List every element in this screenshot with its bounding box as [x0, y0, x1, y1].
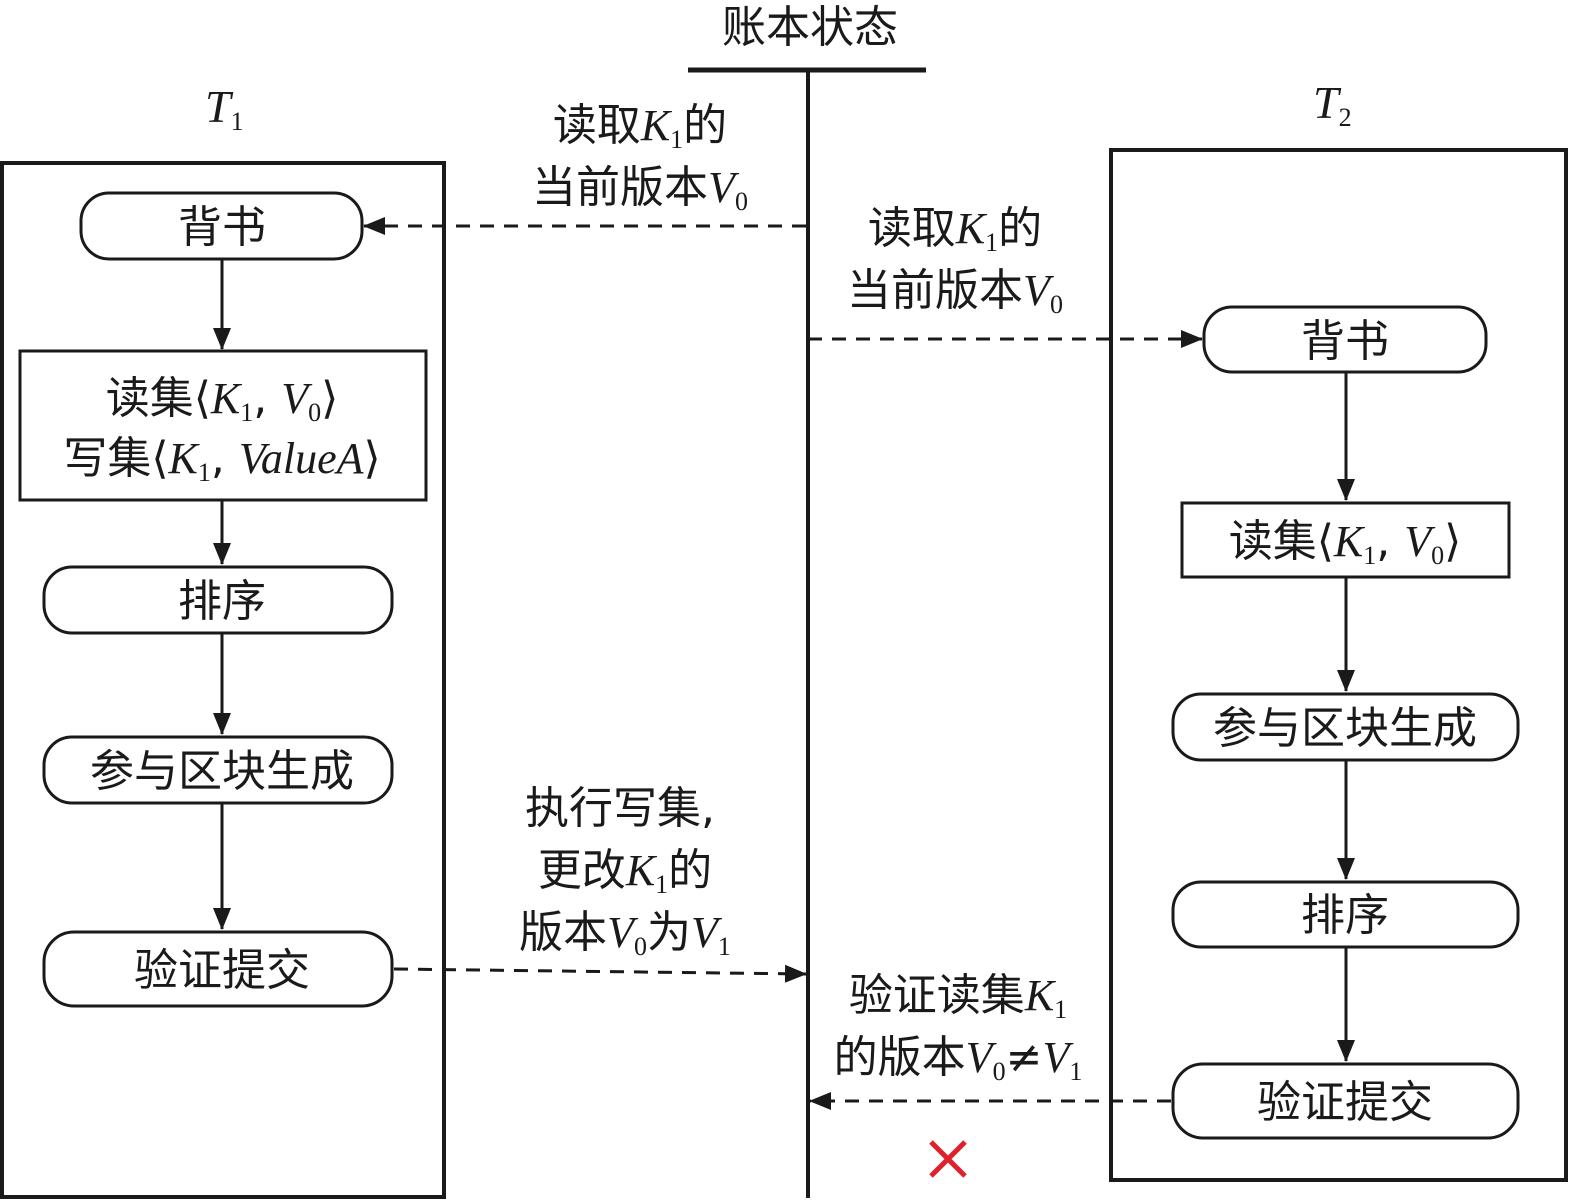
t1-endorse-node: 背书	[79, 191, 364, 261]
t1-writeset-text: 写集⟨K1, ValueA⟩	[63, 433, 380, 487]
t2-endorse-node: 背书	[1202, 305, 1488, 374]
t2-commit-label: 验证提交	[1257, 1077, 1433, 1128]
t2-commit-node: 验证提交	[1171, 1062, 1520, 1140]
t2-readset-text: 读集⟨K1, V0⟩	[1229, 516, 1462, 570]
t2-block-node: 参与区块生成	[1171, 692, 1520, 762]
t1-commit-node: 验证提交	[42, 930, 394, 1008]
read1-annotation-line1: 读取K1的	[553, 100, 727, 154]
t1-frame	[0, 161, 446, 1199]
ledger-title: 账本状态	[722, 2, 898, 53]
t2-endorse-label: 背书	[1301, 316, 1389, 367]
read2-annotation-line1: 读取K1的	[868, 203, 1042, 257]
t1-order-label: 排序	[178, 576, 266, 627]
write-annotation-line1: 执行写集,	[525, 783, 715, 834]
t1-block-label: 参与区块生成	[90, 746, 354, 797]
t2-frame	[1109, 148, 1568, 1182]
t1-block-node: 参与区块生成	[42, 735, 394, 805]
t2-order-node: 排序	[1171, 880, 1520, 949]
write-annotation-line3: 版本V0为V1	[519, 907, 731, 961]
t1-endorse-label: 背书	[178, 202, 266, 253]
write-arrow-t1	[393, 964, 807, 983]
t1-label: T1	[205, 81, 244, 136]
read2-annotation-line2: 当前版本V0	[847, 265, 1063, 319]
reject-icon	[929, 1140, 967, 1178]
t1-order-node: 排序	[42, 565, 394, 635]
t1-commit-label: 验证提交	[134, 945, 310, 996]
t2-block-label: 参与区块生成	[1213, 703, 1477, 754]
t1-readwrite-node: 读集⟨K1, V0⟩ 写集⟨K1, ValueA⟩	[18, 349, 428, 502]
read1-annotation-line2: 当前版本V0	[532, 162, 748, 216]
t2-label: T2	[1313, 77, 1352, 132]
write-annotation-line2: 更改K1的	[538, 845, 712, 899]
t1-readset-text: 读集⟨K1, V0⟩	[106, 373, 339, 427]
verify-annotation-line1: 验证读集K1	[849, 970, 1067, 1024]
verify-annotation-line2: 的版本V0≠V1	[834, 1032, 1083, 1086]
t2-order-label: 排序	[1301, 890, 1389, 941]
t2-readset-node: 读集⟨K1, V0⟩	[1180, 501, 1511, 579]
